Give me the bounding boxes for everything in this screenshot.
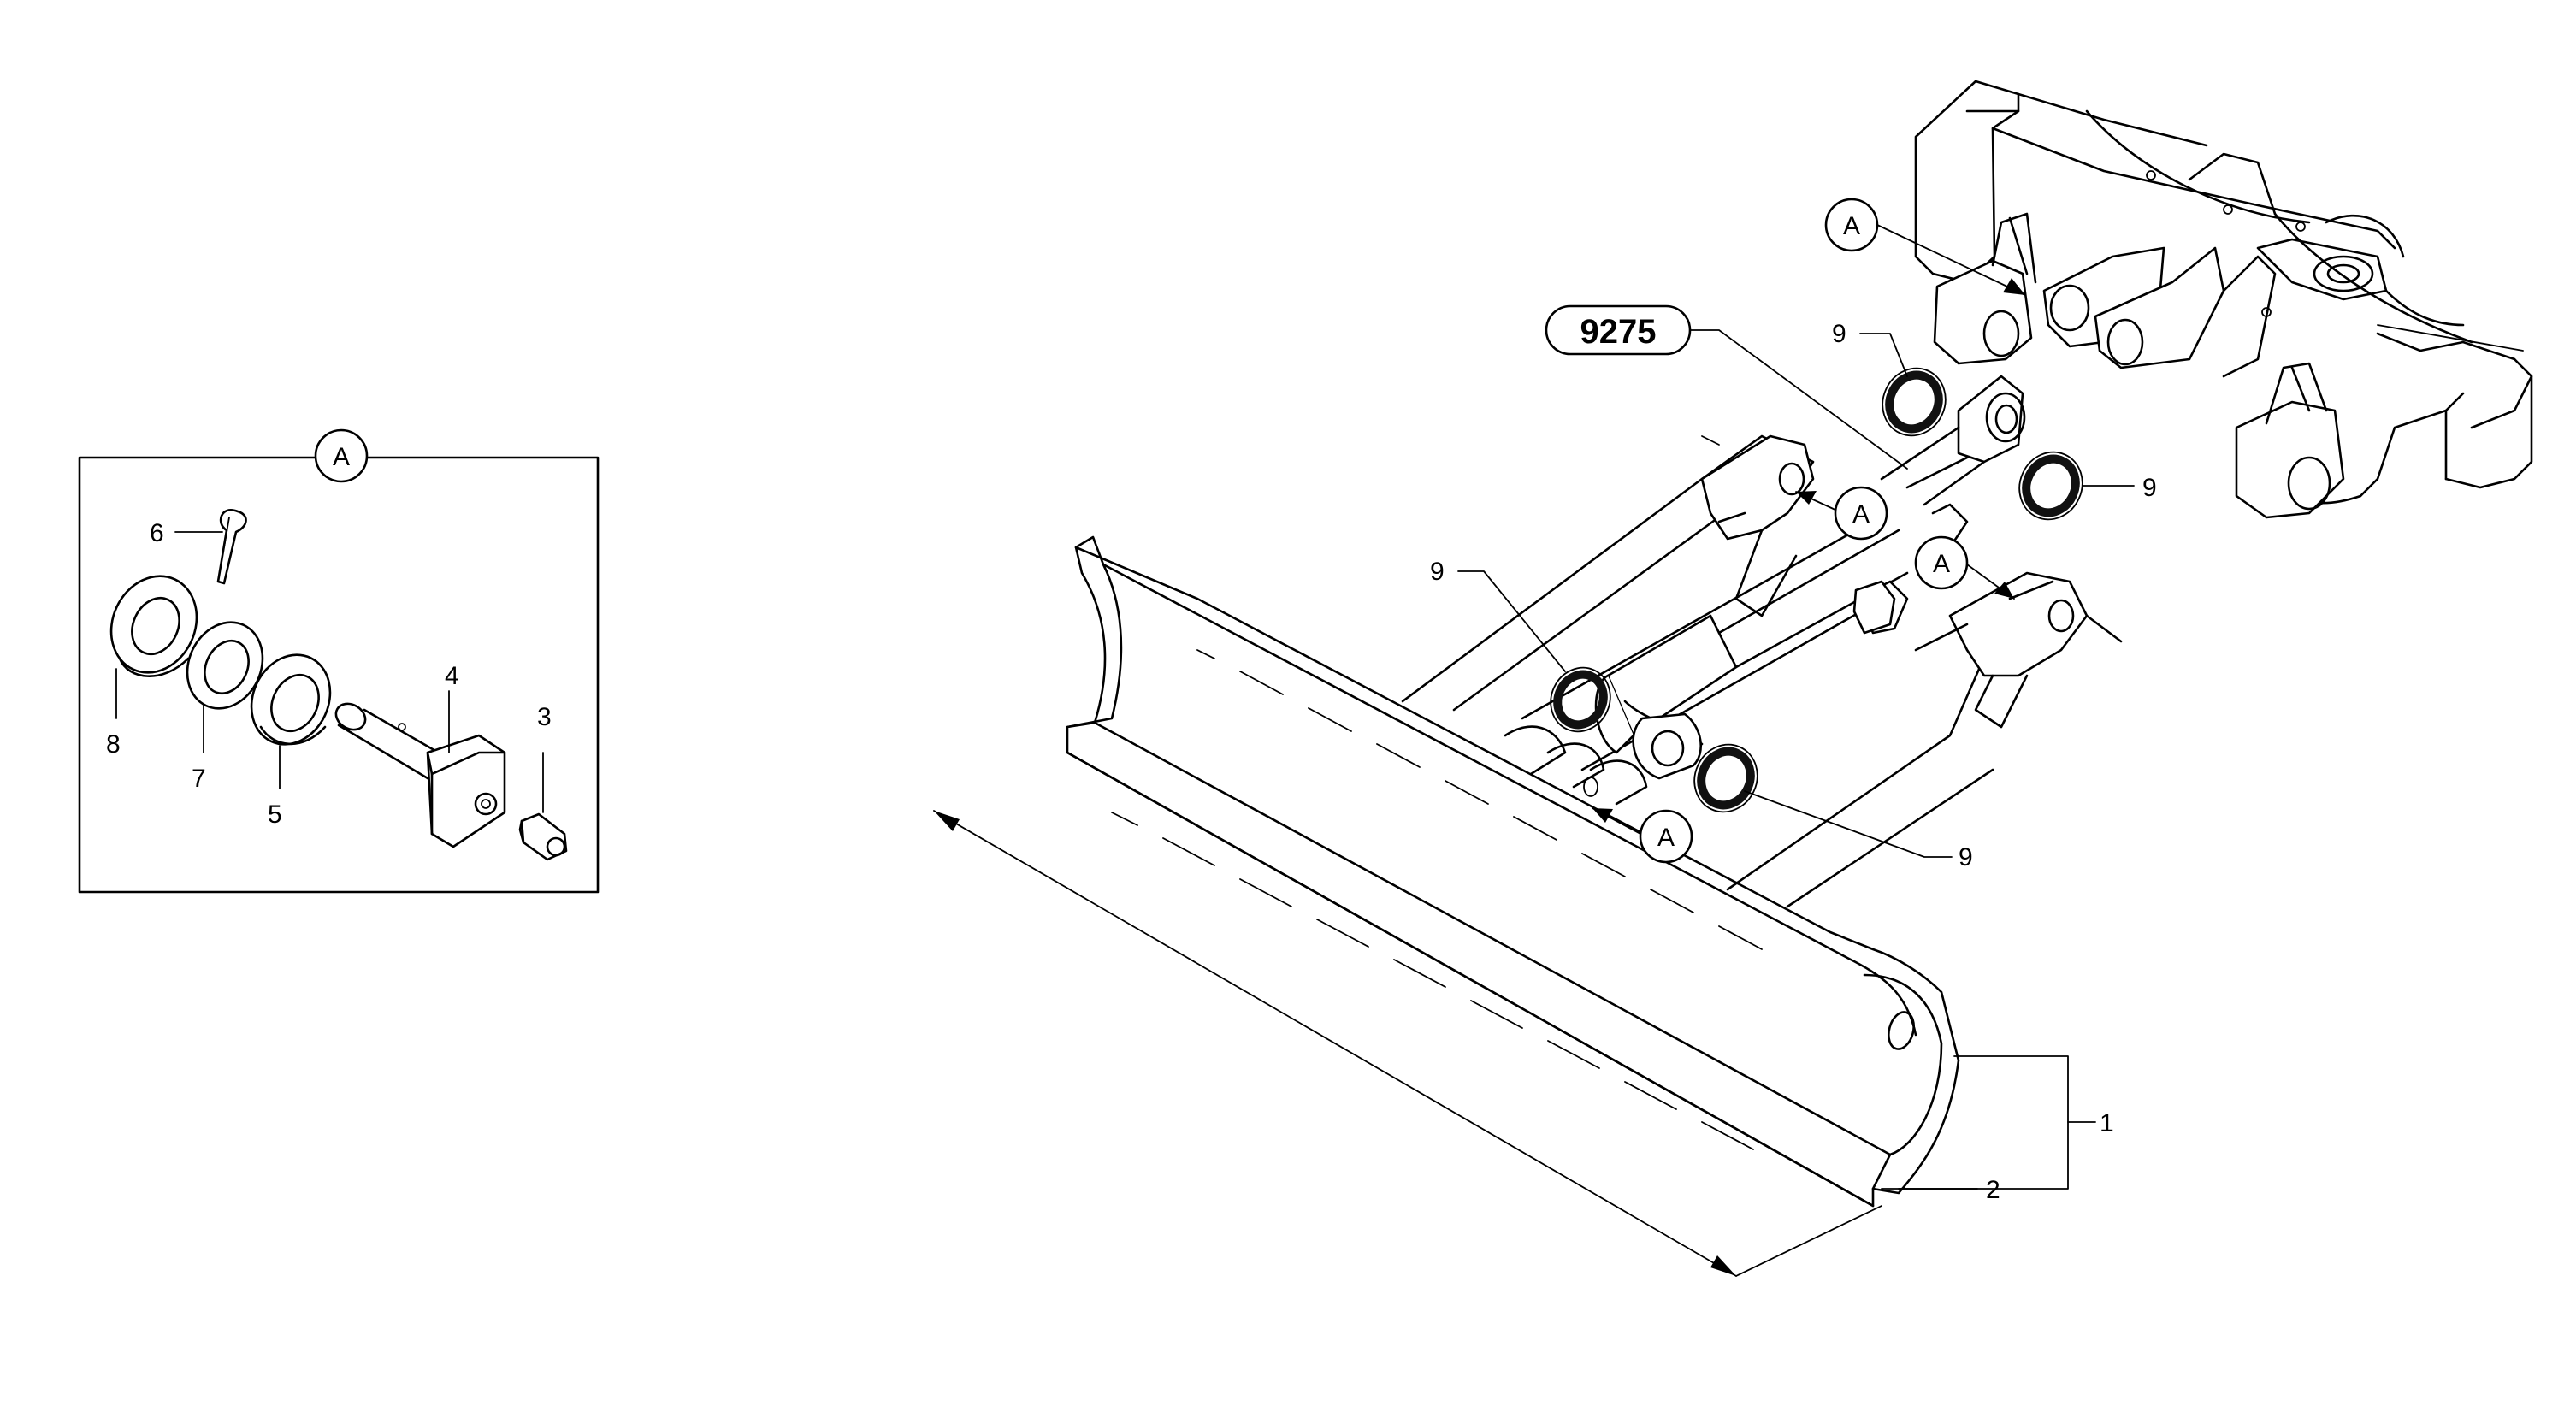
- callout-9-upper: 9: [1832, 320, 1846, 348]
- chassis-frame: [1914, 80, 2533, 505]
- connection-markers: A A A A: [1592, 198, 2026, 864]
- inset-ref-bubble: [314, 428, 369, 483]
- reference-number: 9275: [1580, 313, 1657, 351]
- callout-1: 1: [2100, 1109, 2114, 1137]
- callout-8: 8: [106, 730, 121, 759]
- section-letter-bottom: A: [1657, 824, 1675, 852]
- callout-4: 4: [445, 662, 459, 690]
- callout-2: 2: [1986, 1176, 2000, 1204]
- inset-ref-letter: A: [333, 443, 350, 471]
- wedge-block: [1852, 580, 1896, 635]
- ring-middle: [1550, 666, 1611, 733]
- inset-detail-a: A 6 8 7 5: [78, 428, 600, 894]
- callouts-9: 9 9 9 9: [1430, 320, 2157, 871]
- washer-7: 7: [186, 621, 264, 793]
- washer-5: 5: [250, 653, 332, 829]
- section-letter-mid-right: A: [1933, 550, 1950, 578]
- push-arm-right: [1726, 571, 2123, 908]
- ring-lower: [1693, 743, 1758, 813]
- section-bubble-mid-left: [1834, 486, 1888, 541]
- grease-nipple-3: 3: [518, 703, 568, 861]
- callout-5: 5: [268, 800, 282, 829]
- cotter-pin: 6: [150, 509, 247, 585]
- washer-8: 8: [106, 575, 198, 759]
- ring-upper: [1882, 367, 1947, 437]
- width-dimension: [933, 810, 1882, 1277]
- callout-7: 7: [192, 765, 206, 793]
- blade-lugs: [1504, 725, 1648, 806]
- push-arm-left: [1401, 434, 1815, 712]
- callout-9-middle: 9: [1430, 558, 1445, 586]
- callout-6: 6: [150, 519, 164, 547]
- section-letter-top: A: [1843, 212, 1860, 240]
- reference-tag: 9275: [1545, 304, 1908, 470]
- ring-right: [2018, 451, 2083, 521]
- bearing-rings-9: [1550, 367, 2083, 813]
- callout-3: 3: [537, 703, 552, 731]
- frame-lugs: [1933, 212, 2345, 519]
- section-bubble-bottom: [1639, 809, 1693, 864]
- callout-9-lower: 9: [1959, 843, 1973, 871]
- main-assembly: A A A A 9275 9 9 9: [933, 80, 2533, 1277]
- callout-9-right: 9: [2142, 474, 2157, 502]
- callouts-1-2: 1 2: [1881, 1055, 2114, 1204]
- section-bubble-mid-right: [1914, 535, 1969, 590]
- pin-4: 4: [334, 662, 506, 848]
- section-bubble-top: [1824, 198, 1879, 252]
- hydraulic-cylinder: [1521, 375, 2026, 780]
- dozer-blade: [1066, 535, 1960, 1208]
- section-letter-mid-left: A: [1852, 500, 1870, 529]
